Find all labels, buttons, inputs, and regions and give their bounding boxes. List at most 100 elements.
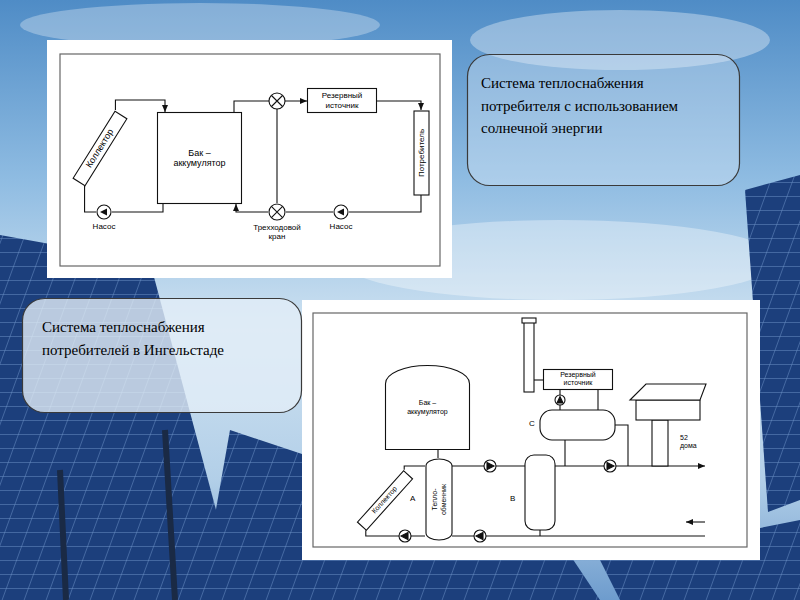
tank-outline	[386, 366, 470, 450]
pipe-connector	[437, 450, 438, 458]
pump-arrow	[487, 463, 494, 470]
label-holder: A	[410, 494, 415, 503]
pipe-connector	[404, 466, 425, 470]
pump-symbol	[484, 460, 496, 472]
pipe-connector	[349, 195, 421, 212]
symbol-label: Насос	[321, 222, 361, 231]
buffer-cylinder	[525, 455, 555, 530]
panel-frame	[60, 54, 440, 266]
storage-tank: Бак – аккумулятор	[385, 365, 470, 450]
node-text: Тепло- обменник	[430, 479, 446, 519]
node-text: Система теплоснабжения потребителей в Ин…	[42, 316, 282, 361]
pump-arrow	[476, 533, 483, 540]
collector-box: Коллектор	[357, 470, 414, 531]
chimney	[524, 322, 534, 392]
house-roof	[630, 384, 706, 400]
caption-box: Система теплоснабжения потребителей в Ин…	[22, 298, 302, 413]
pipe-connector	[366, 530, 425, 536]
pipe-connector	[115, 100, 165, 112]
backup-source-box: Резервный источник	[307, 88, 377, 113]
valve-cross	[272, 96, 283, 107]
three-way-valve: Трехходовой кран	[268, 203, 286, 221]
house-body	[636, 400, 700, 420]
consumer-box: Потребитель	[413, 110, 429, 195]
pipe	[560, 389, 598, 410]
pipe	[555, 465, 705, 466]
node-text: Резервный источник	[312, 91, 372, 109]
box-outline	[73, 111, 127, 185]
pump-arrow	[100, 209, 107, 216]
label-holder: Насос	[84, 222, 124, 231]
pump-symbol	[555, 395, 565, 405]
pipe	[452, 530, 705, 536]
rounded-outline	[23, 299, 302, 413]
pipe-connector	[377, 101, 421, 110]
pipe-connector	[112, 204, 163, 212]
node-text: Потребитель	[416, 128, 425, 176]
pump-symbol	[604, 460, 616, 472]
node-text: Резервный источник	[556, 371, 601, 387]
house-column	[652, 420, 668, 466]
pipe-connector	[236, 204, 268, 212]
cylinder-outline	[426, 459, 452, 540]
loop-letter: A	[410, 494, 415, 503]
pipe	[534, 379, 543, 380]
box-outline	[544, 369, 613, 389]
node-text: Система теплоснабжения потребителя с исп…	[481, 72, 717, 140]
solar-panel	[0, 235, 240, 600]
heat-exchanger: Тепло- обменник	[425, 458, 452, 540]
box-outline	[357, 470, 412, 529]
symbol-circle	[269, 204, 285, 220]
return-arrow	[686, 521, 705, 522]
pump-symbol: Насос	[96, 204, 112, 220]
diagram-panel	[47, 40, 452, 278]
loop-letter: C	[529, 419, 535, 428]
panel-post	[60, 430, 175, 600]
pump-arrow	[337, 209, 344, 216]
pipe-connector	[286, 211, 333, 212]
box-outline	[308, 89, 377, 113]
node-outline	[333, 204, 349, 220]
symbol-circle	[97, 205, 111, 219]
box-outline	[414, 111, 429, 195]
backup-source-box: Резервный источник	[543, 369, 613, 390]
pipe-connector	[85, 186, 96, 212]
node-outline	[96, 204, 112, 220]
symbol-label: Трехходовой кран	[245, 223, 309, 241]
pump-arrow	[607, 463, 614, 470]
rounded-outline	[468, 55, 740, 186]
label-holder: C	[529, 419, 535, 428]
symbol-circle	[334, 205, 348, 219]
node-text: Коллектор	[371, 485, 400, 516]
loop-letter: B	[510, 494, 515, 503]
valve-symbol	[269, 93, 285, 109]
node-outline	[268, 203, 286, 221]
chimney-cap	[522, 318, 536, 323]
node-text: Бак – аккумулятор	[165, 148, 235, 169]
label-holder: B	[510, 494, 515, 503]
pump-symbol	[399, 530, 411, 542]
bypass-pipe	[276, 109, 277, 203]
label-holder: Насос	[321, 222, 361, 231]
box-outline	[158, 113, 242, 204]
label-holder: 52 дома	[680, 434, 706, 450]
node-text: Коллектор	[84, 127, 116, 169]
label-holder: Трехходовой кран	[245, 223, 309, 241]
pump-arrow	[557, 397, 563, 404]
panel-frame	[313, 313, 747, 547]
node-text: Бак – аккумулятор	[403, 399, 453, 415]
diagram-panel	[302, 300, 760, 560]
caption-box: Система теплоснабжения потребителя с исп…	[467, 54, 740, 186]
storage-tank-box: Бак – аккумулятор	[157, 112, 242, 204]
valve-cross	[271, 206, 282, 217]
pump-symbol	[474, 530, 486, 542]
vessel-cylinder	[540, 410, 615, 440]
pump-arrow	[401, 533, 408, 540]
symbol-label: Насос	[84, 222, 124, 231]
house-count-label: 52 дома	[680, 434, 706, 450]
pump-symbol: Насос	[333, 204, 349, 220]
